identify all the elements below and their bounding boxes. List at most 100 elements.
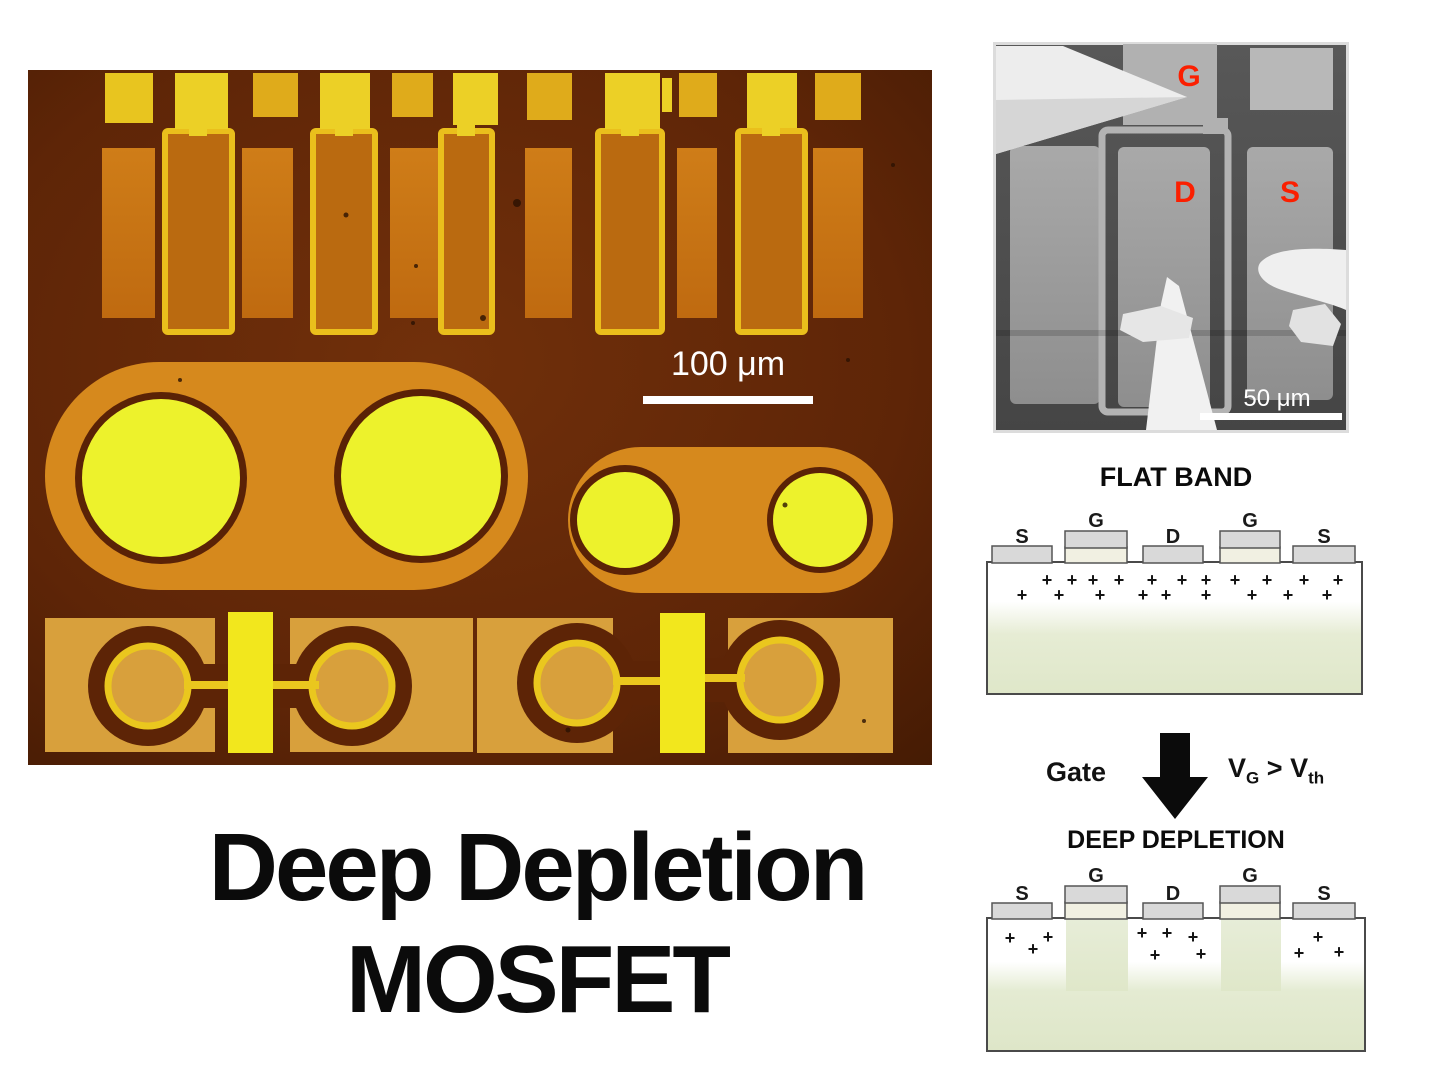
gate-electrode: [1064, 530, 1128, 549]
probe-pad: [815, 73, 861, 120]
gate-ring: [595, 128, 665, 335]
gate-oxide: [1219, 901, 1281, 920]
plus-charge: +: [1028, 939, 1039, 959]
gate-connector: [703, 674, 745, 682]
gate-oxide: [1064, 901, 1128, 920]
gate-ring: [735, 128, 808, 335]
electrode-label: S: [1015, 883, 1028, 905]
electrode-label: S: [1015, 526, 1028, 548]
ring-transistors: [45, 612, 893, 753]
probe-pad: [527, 73, 572, 120]
gate-oxide: [1064, 546, 1128, 564]
gate-connector: [613, 677, 663, 685]
gate-connector: [184, 681, 231, 689]
gt-operator: >: [1266, 753, 1283, 783]
plus-charge: +: [1137, 923, 1148, 943]
gate-connector: [271, 681, 319, 689]
gate-ring-rectangles: [162, 128, 808, 335]
vg-subscript: G: [1246, 768, 1260, 788]
plus-charge: +: [1201, 570, 1212, 590]
source-electrode: [1292, 902, 1356, 920]
electrodes: [991, 530, 1356, 564]
gate-stem: [457, 118, 475, 136]
probe-pad: [105, 73, 153, 123]
contact-pad: [677, 148, 717, 318]
sem-left-pad: [1010, 146, 1100, 404]
electrode-label: D: [1166, 526, 1180, 548]
plus-charge: +: [1333, 570, 1344, 590]
gate-stem: [621, 120, 639, 136]
plus-charge: +: [1230, 570, 1241, 590]
gate-electrode: [1219, 530, 1281, 549]
scale-bar: [643, 396, 813, 404]
mos-capacitors: [45, 362, 893, 593]
flat-band-title: FLAT BAND: [1099, 462, 1253, 492]
vg-symbol: V: [1228, 753, 1247, 783]
sem-drain-label: D: [1174, 176, 1196, 209]
gate-probe-bar: [228, 612, 273, 753]
gate-arrow-label: Gate: [1046, 757, 1107, 787]
capacitor-dot: [577, 472, 673, 568]
charge-symbols: +++++++++++: [1005, 923, 1345, 965]
capacitor-dot: [82, 399, 240, 557]
ring-gate: [308, 642, 396, 730]
plus-charge: +: [1095, 585, 1106, 605]
capacitor-dot: [341, 396, 501, 556]
contact-pad: [242, 148, 293, 318]
ring-gate: [533, 639, 621, 727]
probe-facet: [996, 97, 1187, 154]
plus-charge: +: [1201, 585, 1212, 605]
plus-charge: +: [1313, 927, 1324, 947]
plus-charge: +: [1161, 585, 1172, 605]
contact-pad: [390, 148, 438, 318]
plus-charge: +: [1294, 943, 1305, 963]
scale-bar-label: 100 μm: [671, 345, 785, 383]
electrode-label: S: [1317, 883, 1330, 905]
figure-title: Deep Depletion MOSFET: [97, 812, 977, 1036]
gate-stem: [762, 120, 780, 136]
gate-probe-pad: [605, 73, 660, 129]
contact-pad: [813, 148, 863, 318]
probe-pad: [253, 73, 298, 117]
sem-gate-label: G: [1177, 60, 1200, 93]
plus-charge: +: [1043, 927, 1054, 947]
source-electrode: [991, 545, 1053, 564]
plus-charge: +: [1262, 570, 1273, 590]
dust-specks: [178, 163, 895, 733]
ring-gate: [736, 636, 824, 724]
top-probe-pads: [105, 73, 861, 136]
substrate: [986, 917, 1366, 1052]
gate-stem: [189, 120, 207, 136]
sem-gate-stem: [1203, 118, 1228, 134]
scale-bar-label: 50 μm: [1243, 385, 1310, 412]
electrode-label: G: [1242, 510, 1258, 532]
depletion-region: [1221, 919, 1281, 991]
gate-probe-pad: [320, 73, 370, 129]
capacitor-dot: [773, 473, 867, 567]
sem-micrograph: G D S 50 μm: [993, 42, 1349, 433]
deep-depletion-diagram: S G D G S +++++++++++: [986, 865, 1366, 1052]
gate-ring: [310, 128, 378, 335]
flat-band-diagram: S G D G S ++++++++++++++++++++: [986, 510, 1363, 695]
plus-charge: +: [1299, 570, 1310, 590]
deep-depletion-title: DEEP DEPLETION: [1067, 826, 1285, 854]
plus-charge: +: [1114, 570, 1125, 590]
sem-top-right-pad: [1250, 48, 1333, 110]
plus-charge: +: [1067, 570, 1078, 590]
plus-charge: +: [1196, 944, 1207, 964]
down-arrow-shape: [1142, 733, 1208, 819]
sem-source-label: S: [1280, 176, 1300, 209]
plus-charge: +: [1150, 945, 1161, 965]
plus-charge: +: [1088, 570, 1099, 590]
source-electrode: [991, 902, 1053, 920]
electrode-label: G: [1242, 865, 1258, 887]
probe-debris: [1120, 306, 1193, 342]
figure-title-line2: MOSFET: [346, 926, 731, 1033]
plus-charge: +: [1247, 585, 1258, 605]
drain-electrode: [1142, 545, 1204, 564]
ring-gate: [104, 642, 192, 730]
pad-fragment: [662, 78, 672, 112]
probe-needles: [996, 46, 1346, 430]
plus-charge: +: [1188, 927, 1199, 947]
contact-pad: [525, 148, 572, 318]
